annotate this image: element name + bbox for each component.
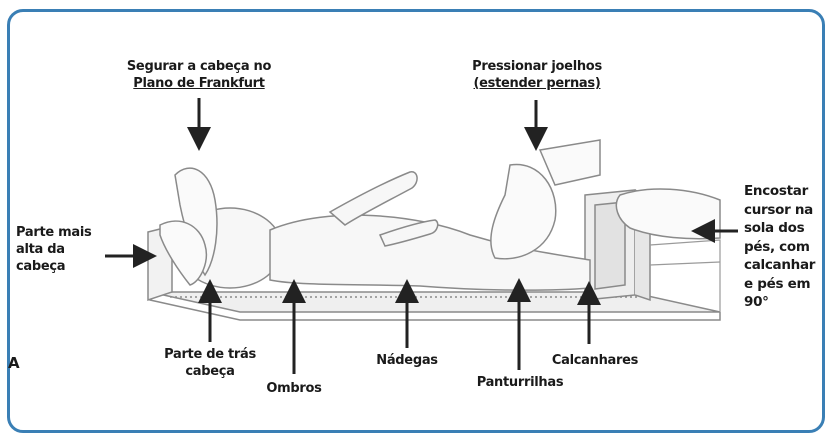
label-calves: Panturrilhas	[460, 374, 580, 391]
label-buttocks: Nádegas	[362, 352, 452, 369]
label-hold-head: Segurar a cabeça no Plano de Frankfurt	[104, 58, 294, 92]
hand-on-knees	[491, 140, 600, 259]
label-shoulders: Ombros	[254, 380, 334, 397]
label-heels: Calcanhares	[540, 352, 650, 369]
label-back-of-head: Parte de trás cabeça	[140, 346, 280, 380]
label-press-knees: Pressionar joelhos (estender pernas)	[452, 58, 622, 92]
label-top-of-head: Parte mais alta da cabeça	[16, 224, 106, 275]
label-cursor: Encostar cursor na sola dos pés, com cal…	[744, 182, 824, 312]
measuring-board	[150, 292, 720, 320]
panel-letter: A	[8, 354, 20, 372]
